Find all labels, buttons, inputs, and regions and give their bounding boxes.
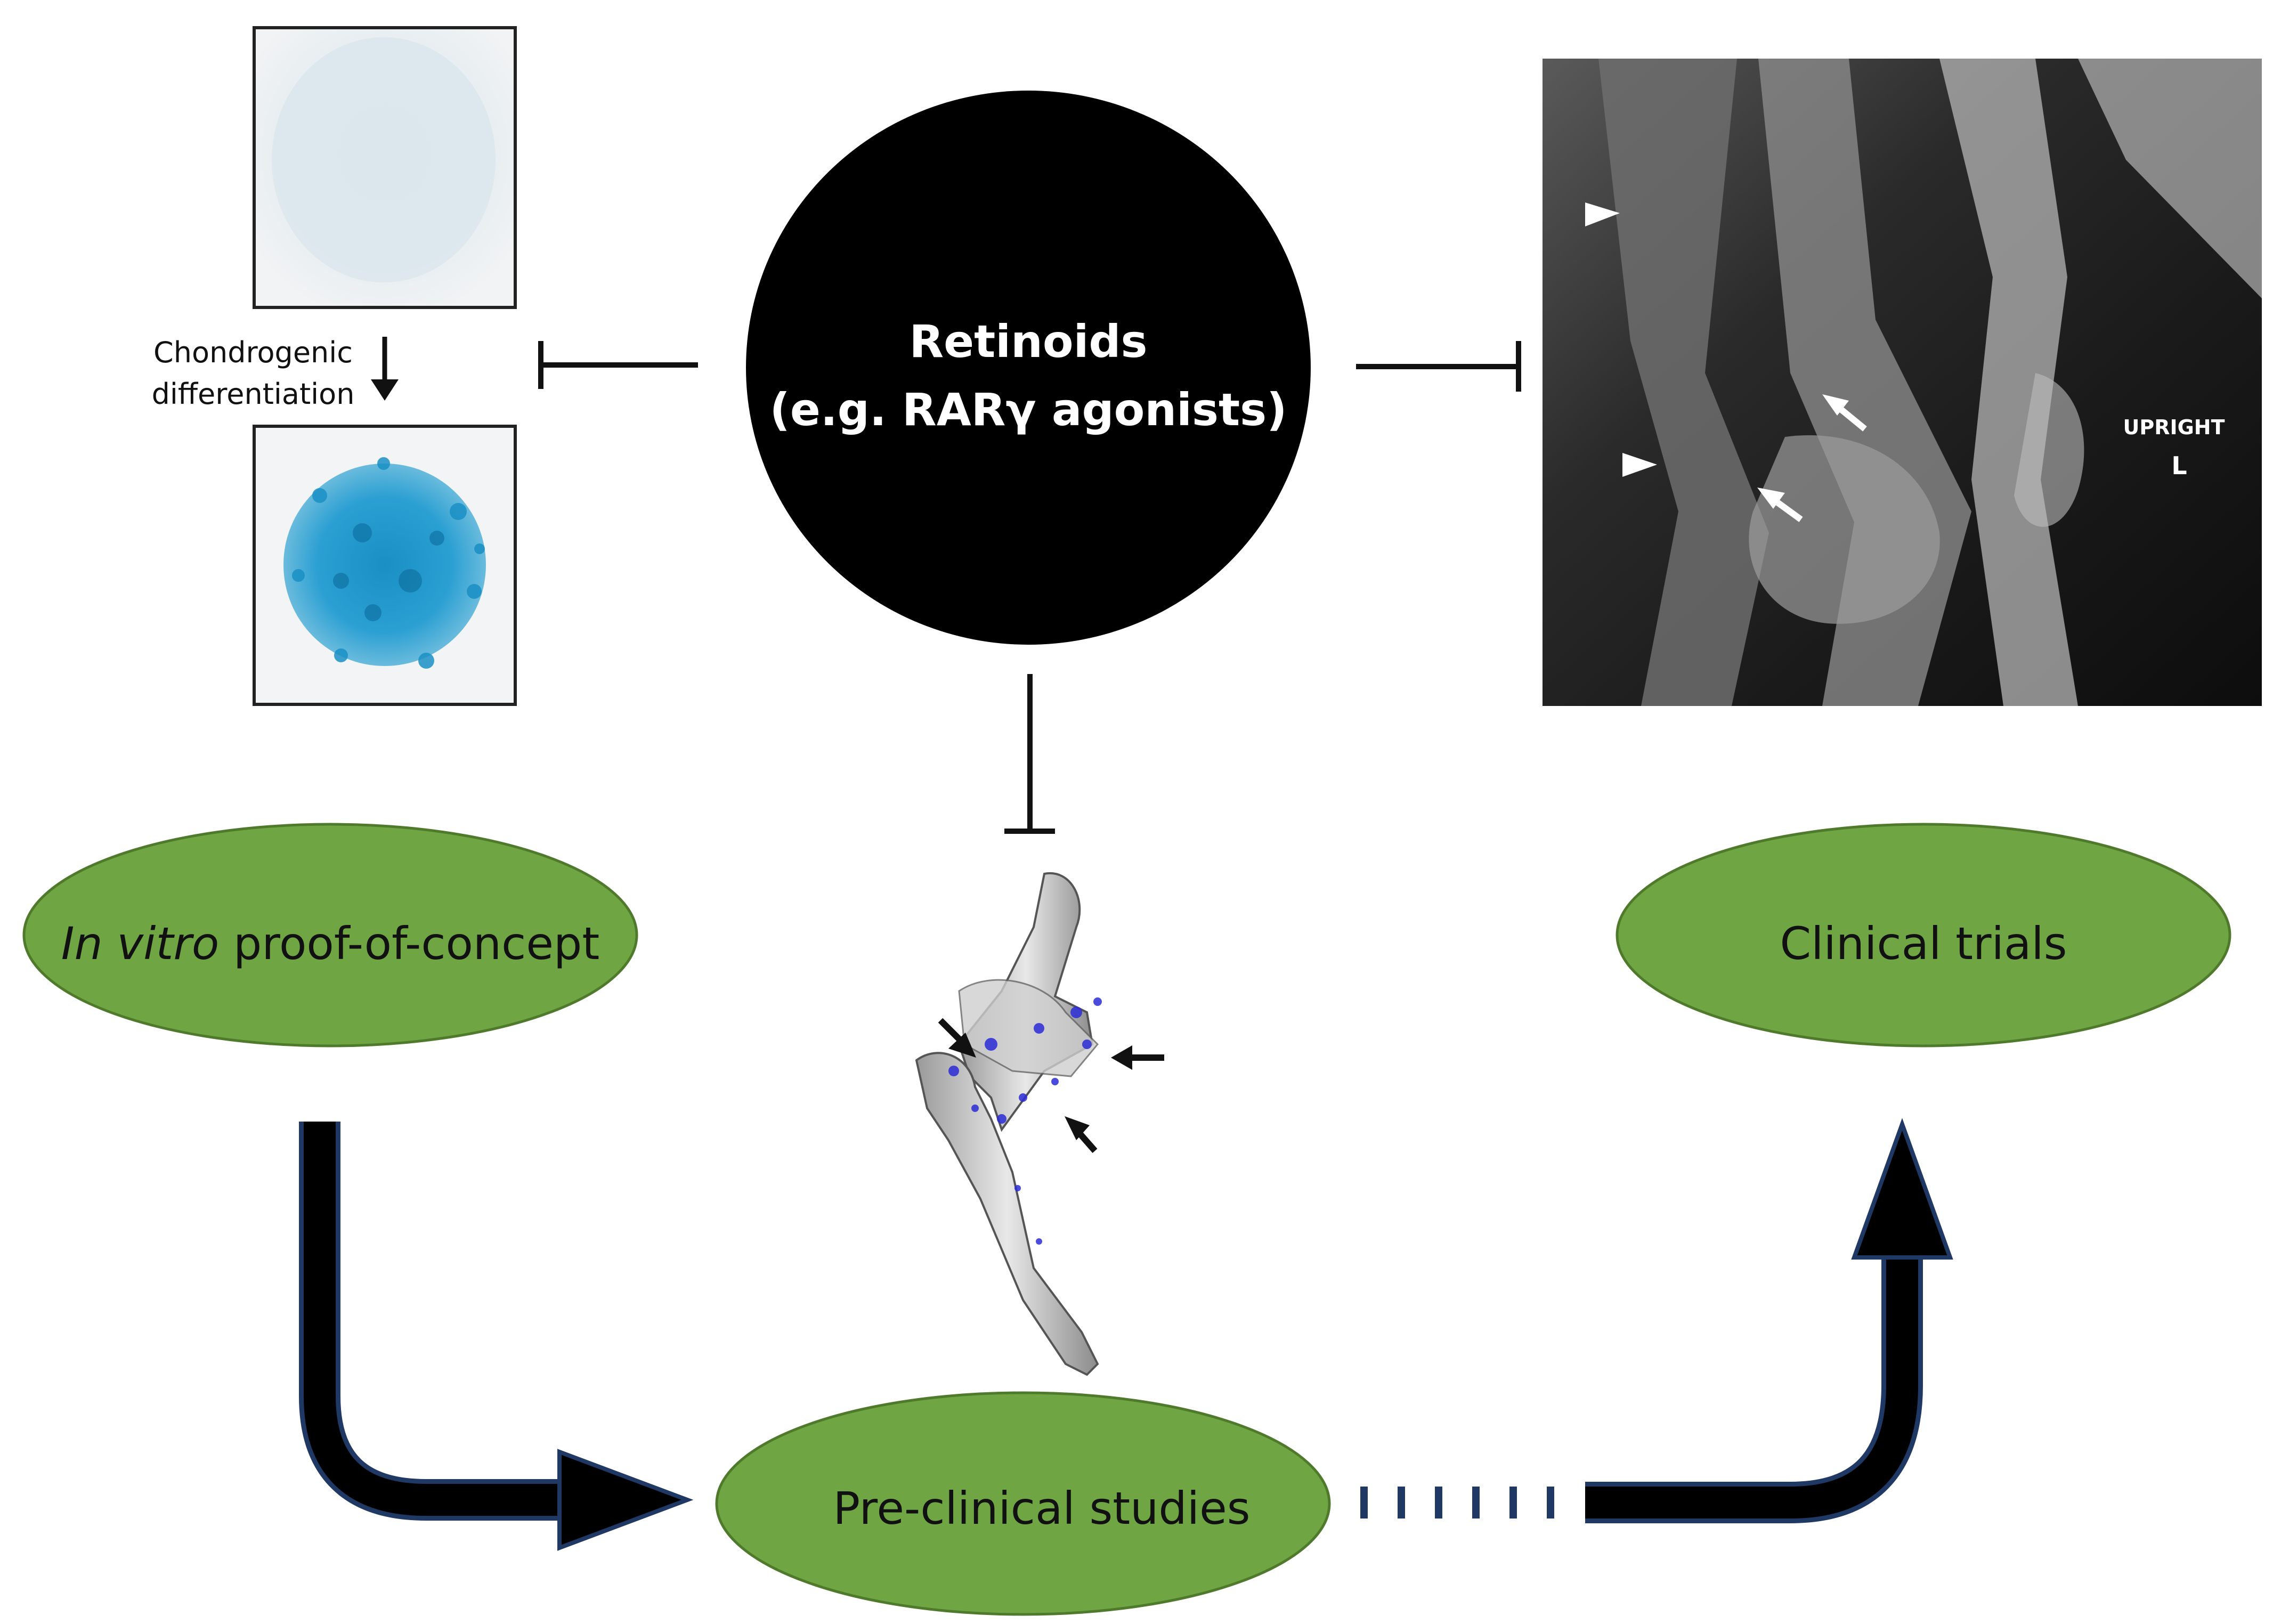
xray-arrow-1-icon bbox=[1822, 394, 1867, 432]
in-vitro-label-rest: proof-of-concept bbox=[219, 917, 599, 970]
preclinical-label: Pre-clinical studies bbox=[833, 1482, 1250, 1534]
xray-label-side: L bbox=[2171, 451, 2187, 480]
chondrogenic-label-line2: differentiation bbox=[152, 377, 355, 411]
retinoids-title: Retinoids bbox=[909, 315, 1147, 368]
in-vitro-node: In vitro proof-of-concept bbox=[22, 823, 638, 1048]
inhibit-left-icon bbox=[538, 341, 698, 389]
inhibit-right-icon bbox=[1356, 341, 1521, 392]
retinoids-node: Retinoids (e.g. RARγ agonists) bbox=[746, 91, 1311, 645]
microct-arrow-1-icon bbox=[938, 1018, 976, 1058]
inhibit-down-icon bbox=[1004, 674, 1055, 834]
clinical-trials-label: Clinical trials bbox=[1780, 917, 2067, 970]
preclinical-node: Pre-clinical studies bbox=[715, 1391, 1331, 1616]
svg-text:In vitro proof-of-concept: In vitro proof-of-concept bbox=[61, 917, 600, 970]
flow-arrow-left-icon bbox=[299, 1122, 694, 1551]
chondrogenic-arrow-icon bbox=[371, 337, 399, 401]
in-vitro-label-italic: In vitro bbox=[61, 917, 220, 970]
flow-arrow-dashed-icon bbox=[1360, 1487, 1554, 1519]
microct-arrow-2-icon bbox=[1111, 1045, 1164, 1070]
retinoids-subtitle: (e.g. RARγ agonists) bbox=[769, 384, 1287, 436]
xray-image: UPRIGHT L bbox=[1543, 59, 2262, 706]
alcian-blue-undifferentiated-image bbox=[253, 26, 517, 309]
xray-arrow-2-icon bbox=[1757, 488, 1803, 522]
xray-label-upright: UPRIGHT bbox=[2123, 416, 2225, 439]
chondrogenic-label-line1: Chondrogenic bbox=[153, 336, 353, 369]
xray-arrowhead-2-icon bbox=[1622, 453, 1657, 477]
flow-arrow-right-icon bbox=[1585, 1118, 1953, 1523]
microct-arrow-3-icon bbox=[1065, 1116, 1098, 1153]
alcian-blue-differentiated-image bbox=[253, 425, 517, 706]
clinical-trials-node: Clinical trials bbox=[1616, 823, 2231, 1048]
xray-arrowhead-1-icon bbox=[1585, 202, 1620, 226]
mouse-limb-microct-image bbox=[915, 872, 1164, 1376]
